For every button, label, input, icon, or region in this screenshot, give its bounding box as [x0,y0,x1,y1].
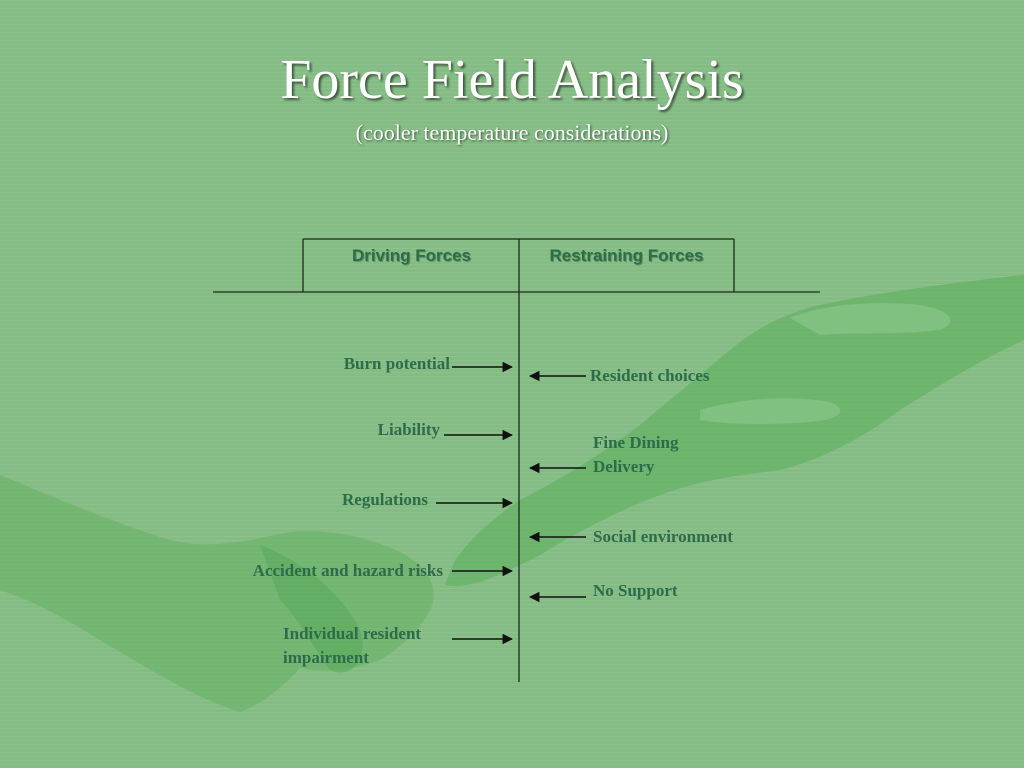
restraining-forces-header: Restraining Forces [549,246,704,265]
right-hand-fingers [700,303,951,425]
restraining-force-label: Social environment [593,527,733,546]
driving-force-label: Burn potential [343,354,450,373]
restraining-force-label: Fine Dining Delivery [593,433,679,476]
left-hand-fingers [260,545,363,673]
driving-force-label: Liability [377,420,440,439]
driving-force-label: Regulations [342,490,428,509]
slide-subtitle: (cooler temperature considerations) [355,120,669,145]
restraining-arrows [528,370,586,603]
restraining-force-label: Resident choices [590,366,710,385]
restraining-force-label: No Support [593,581,678,600]
driving-force-label: Individual resident impairment [283,624,422,667]
right-hand-shape [445,275,1024,586]
driving-arrows [436,361,514,645]
slide-title: Force Field Analysis [280,49,744,111]
driving-forces-header: Driving Forces [351,246,472,265]
driving-force-label: Accident and hazard risks [252,561,443,580]
